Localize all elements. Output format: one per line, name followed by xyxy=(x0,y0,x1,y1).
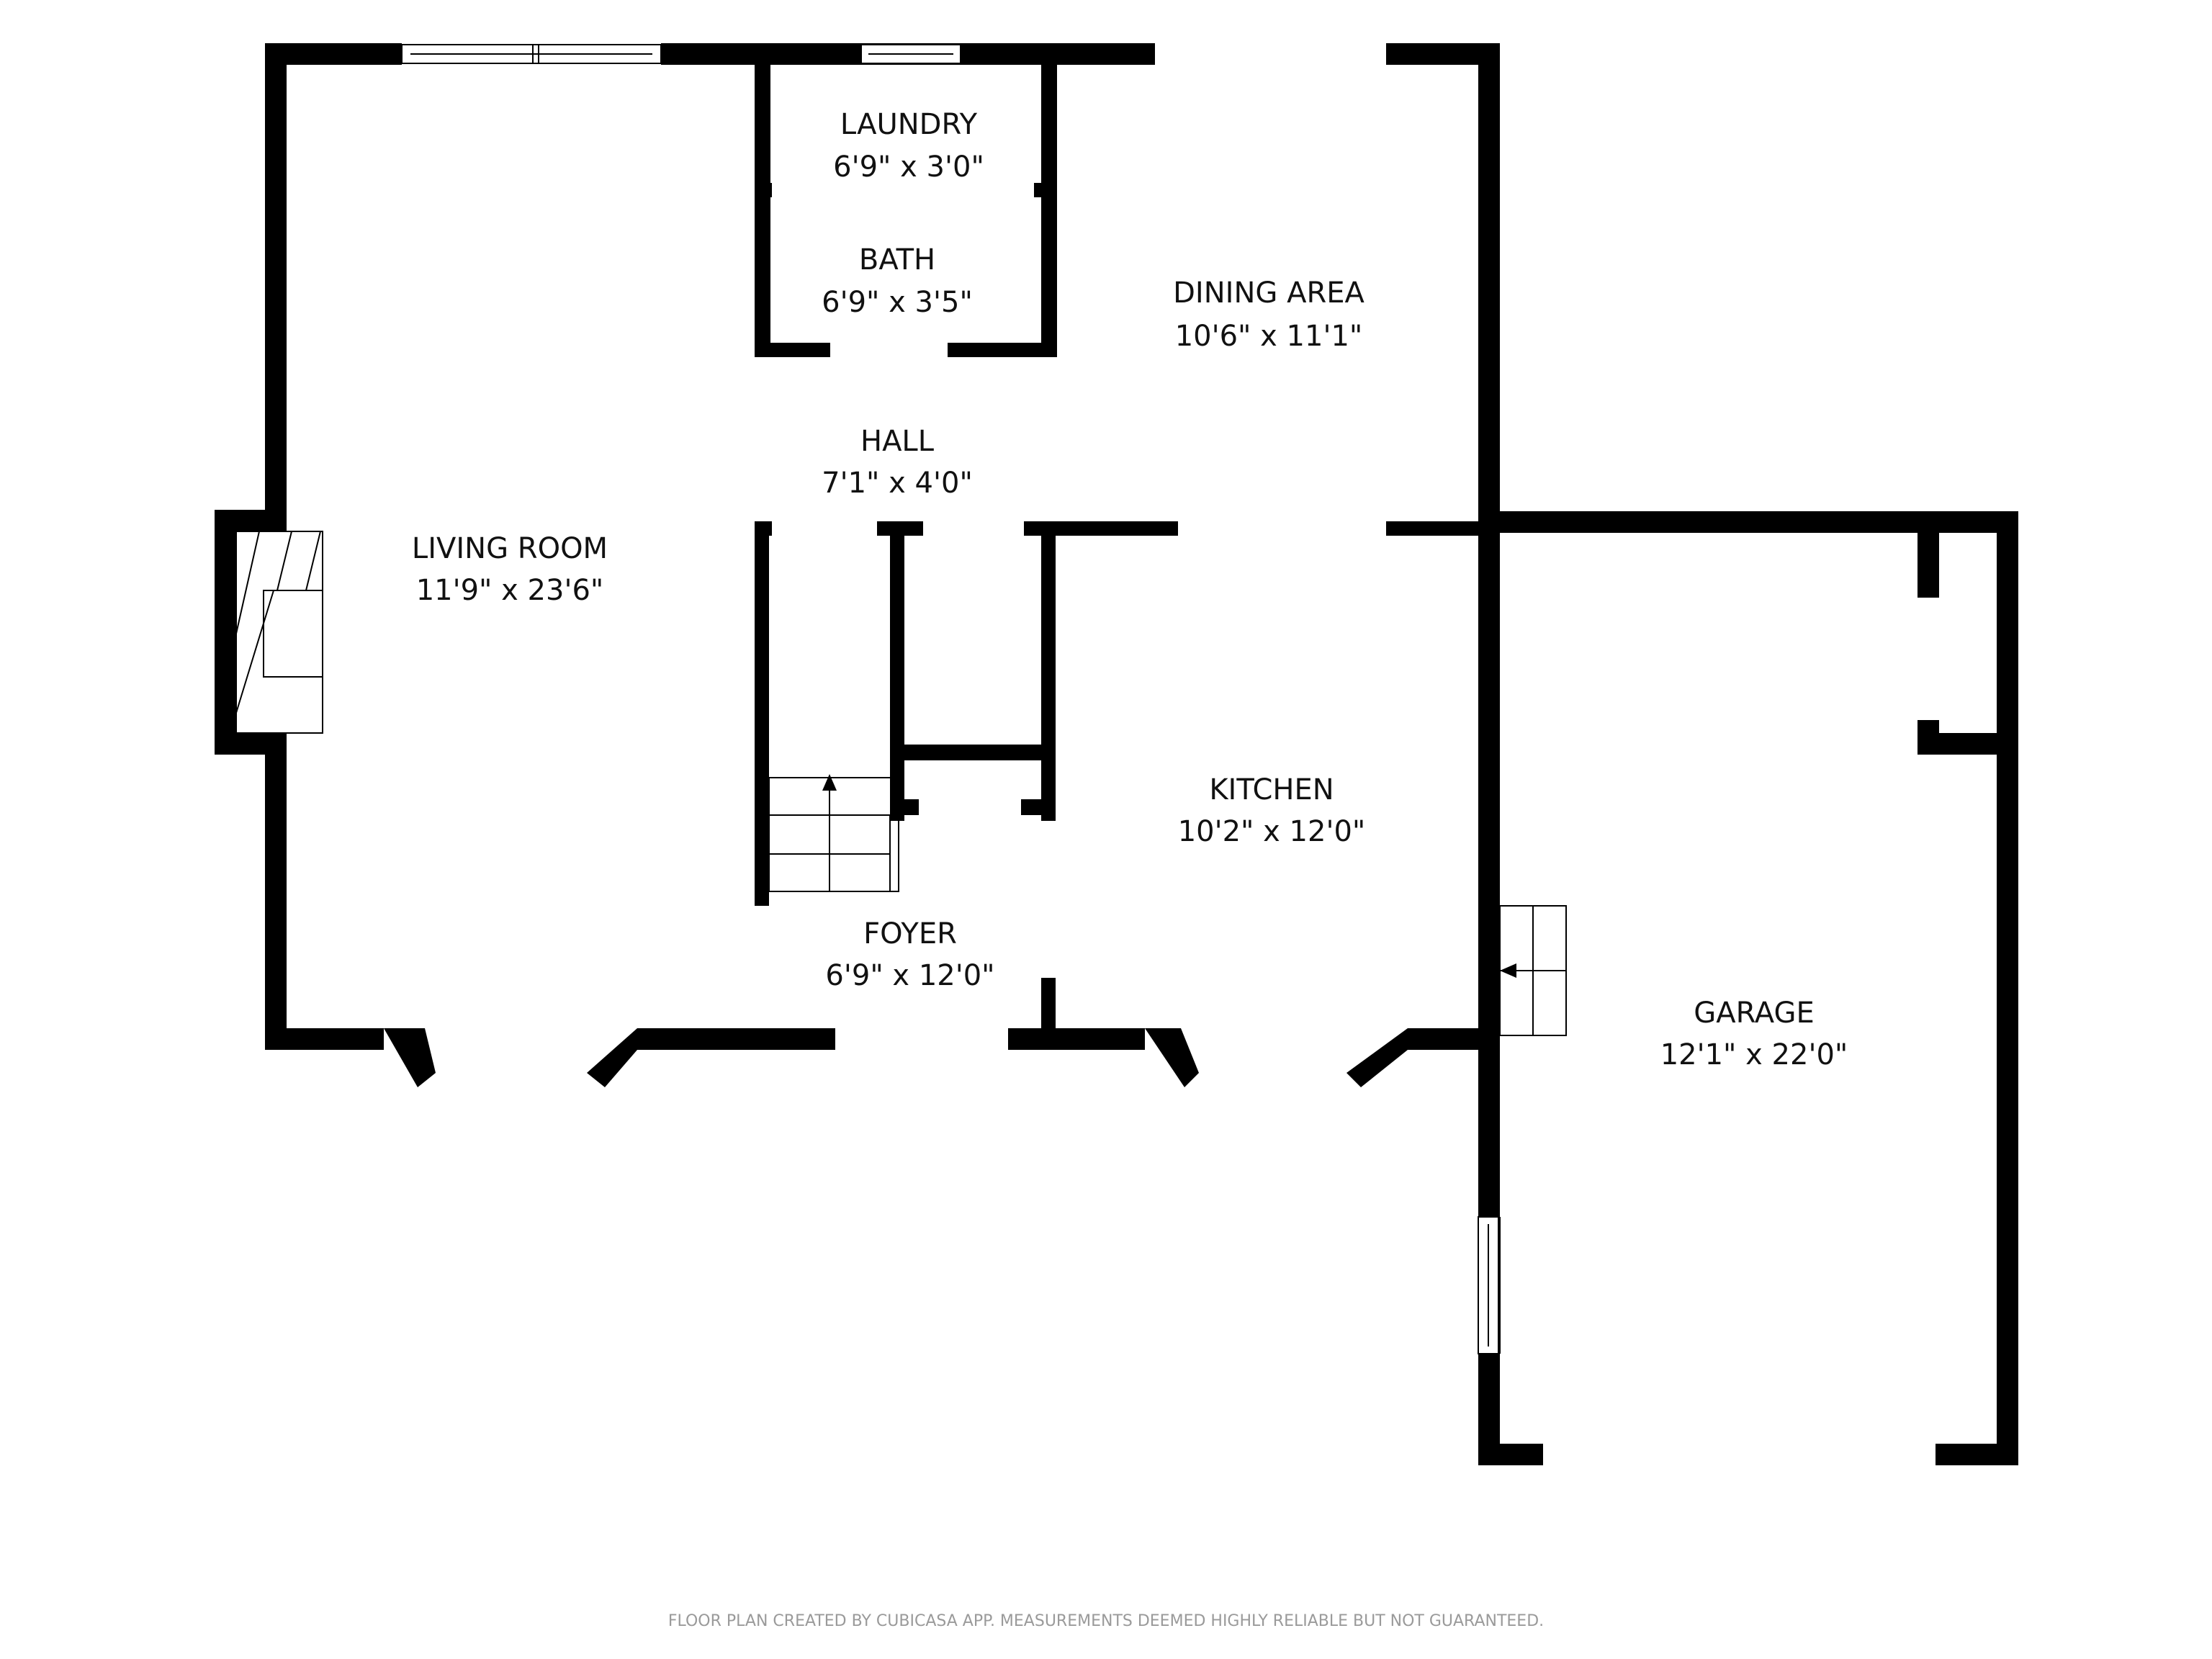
room-labels: LIVING ROOM 11'9" x 23'6" LAUNDRY 6'9" x… xyxy=(412,108,1848,1071)
stairs xyxy=(768,777,1567,1036)
room-dims-garage: 12'1" x 22'0" xyxy=(1660,1038,1848,1071)
room-name-garage: GARAGE xyxy=(1694,997,1814,1030)
room-name-dining: DINING AREA xyxy=(1173,276,1364,310)
stair-arrow-icon xyxy=(822,774,837,791)
room-name-bath: BATH xyxy=(859,243,935,276)
windows-doors xyxy=(401,44,1501,1354)
walls xyxy=(215,43,2018,1465)
room-dims-laundry: 6'9" x 3'0" xyxy=(833,150,984,184)
room-name-laundry: LAUNDRY xyxy=(840,108,978,141)
stair-arrow-icon xyxy=(1500,963,1516,978)
room-name-kitchen: KITCHEN xyxy=(1209,773,1334,806)
room-dims-bath: 6'9" x 3'5" xyxy=(822,286,973,319)
room-name-living: LIVING ROOM xyxy=(412,532,608,565)
footer-disclaimer: FLOOR PLAN CREATED BY CUBICASA APP. MEAS… xyxy=(668,1612,1544,1630)
room-dims-hall: 7'1" x 4'0" xyxy=(822,467,973,500)
room-dims-dining: 10'6" x 11'1" xyxy=(1175,320,1363,353)
room-dims-foyer: 6'9" x 12'0" xyxy=(825,959,994,992)
room-name-foyer: FOYER xyxy=(863,917,957,950)
fireplace xyxy=(235,531,323,734)
room-dims-kitchen: 10'2" x 12'0" xyxy=(1178,815,1366,848)
room-name-hall: HALL xyxy=(860,425,935,458)
room-dims-living: 11'9" x 23'6" xyxy=(416,574,604,607)
